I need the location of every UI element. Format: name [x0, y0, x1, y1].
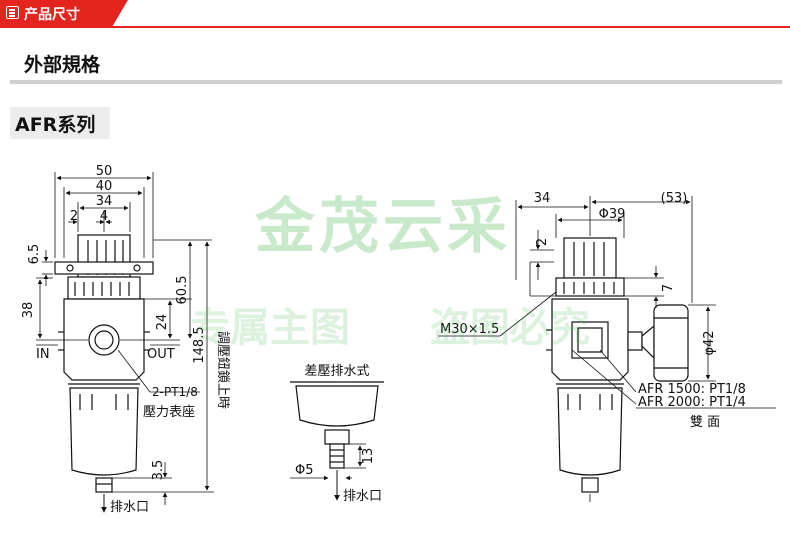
- side-dim-39: Φ39: [599, 207, 626, 222]
- front-view: [36, 172, 214, 513]
- front-port: [88, 324, 120, 356]
- port-afr2000: AFR 2000: PT1/4: [638, 395, 746, 410]
- series-title: AFR系列: [15, 114, 96, 136]
- dim-3-5: 3.5: [151, 460, 166, 481]
- header-divider: [0, 26, 790, 28]
- document-icon: [6, 6, 19, 19]
- dim-24: 24: [155, 314, 170, 331]
- side-dim-7: 7: [661, 284, 676, 292]
- thread-label: M30×1.5: [440, 322, 499, 337]
- dim-34: 34: [96, 194, 113, 209]
- side-view: [438, 196, 776, 502]
- section-divider: [10, 80, 782, 84]
- drain-detail-title: 差壓排水式: [304, 364, 369, 379]
- tab-product-size[interactable]: [0, 0, 128, 26]
- dim-60-5: 60.5: [175, 276, 190, 305]
- front-panel-nut: [54, 261, 154, 275]
- drain-diameter: Φ5: [295, 463, 314, 478]
- dim-6-5: 6.5: [27, 244, 42, 265]
- side-dim-53: (53): [661, 191, 688, 206]
- port-in-label: IN: [36, 347, 50, 362]
- gauge-port-label: 2-PT1/8: [152, 385, 198, 399]
- dim-50: 50: [96, 164, 113, 179]
- section-title: 外部規格: [24, 54, 101, 76]
- gauge-port-note: 壓力表座: [143, 405, 195, 420]
- drain-detail-view: [290, 381, 384, 501]
- front-view-labels: 50 40 34 2 4 6.5 38 60.5 24 148.5 調壓鈕鎖上時…: [21, 164, 231, 515]
- drain-detail-drain-label: 排水口: [343, 489, 382, 504]
- series-badge: [10, 107, 110, 139]
- locked-knob-note: 調壓鈕鎖上時: [215, 331, 231, 409]
- front-bowl: [69, 387, 139, 476]
- tab-label: 产品尺寸: [24, 7, 80, 23]
- side-dim-34: 34: [534, 191, 551, 206]
- front-drain: [95, 477, 113, 493]
- port-out-label: OUT: [147, 347, 175, 362]
- drain-height: 13: [361, 448, 376, 465]
- drain-detail-labels: 差壓排水式 Φ5 13 排水口: [295, 364, 382, 504]
- header-bar: 产品尺寸: [0, 0, 790, 30]
- port-afr1500: AFR 1500: PT1/8: [638, 382, 746, 397]
- dim-38: 38: [21, 302, 36, 319]
- side-dim-2: 2: [535, 238, 550, 246]
- dim-148-5: 148.5: [192, 326, 207, 363]
- gauge-diameter: φ42: [702, 330, 717, 355]
- side-view-labels: 34 (53) Φ39 2 7 M30×1.5 φ42 AFR 1500: PT…: [440, 191, 746, 430]
- front-drain-label: 排水口: [110, 500, 149, 515]
- both-sides-label: 雙 面: [690, 415, 720, 430]
- dim-40: 40: [96, 179, 113, 194]
- dim-2: 2: [70, 209, 78, 224]
- dim-4: 4: [100, 209, 108, 224]
